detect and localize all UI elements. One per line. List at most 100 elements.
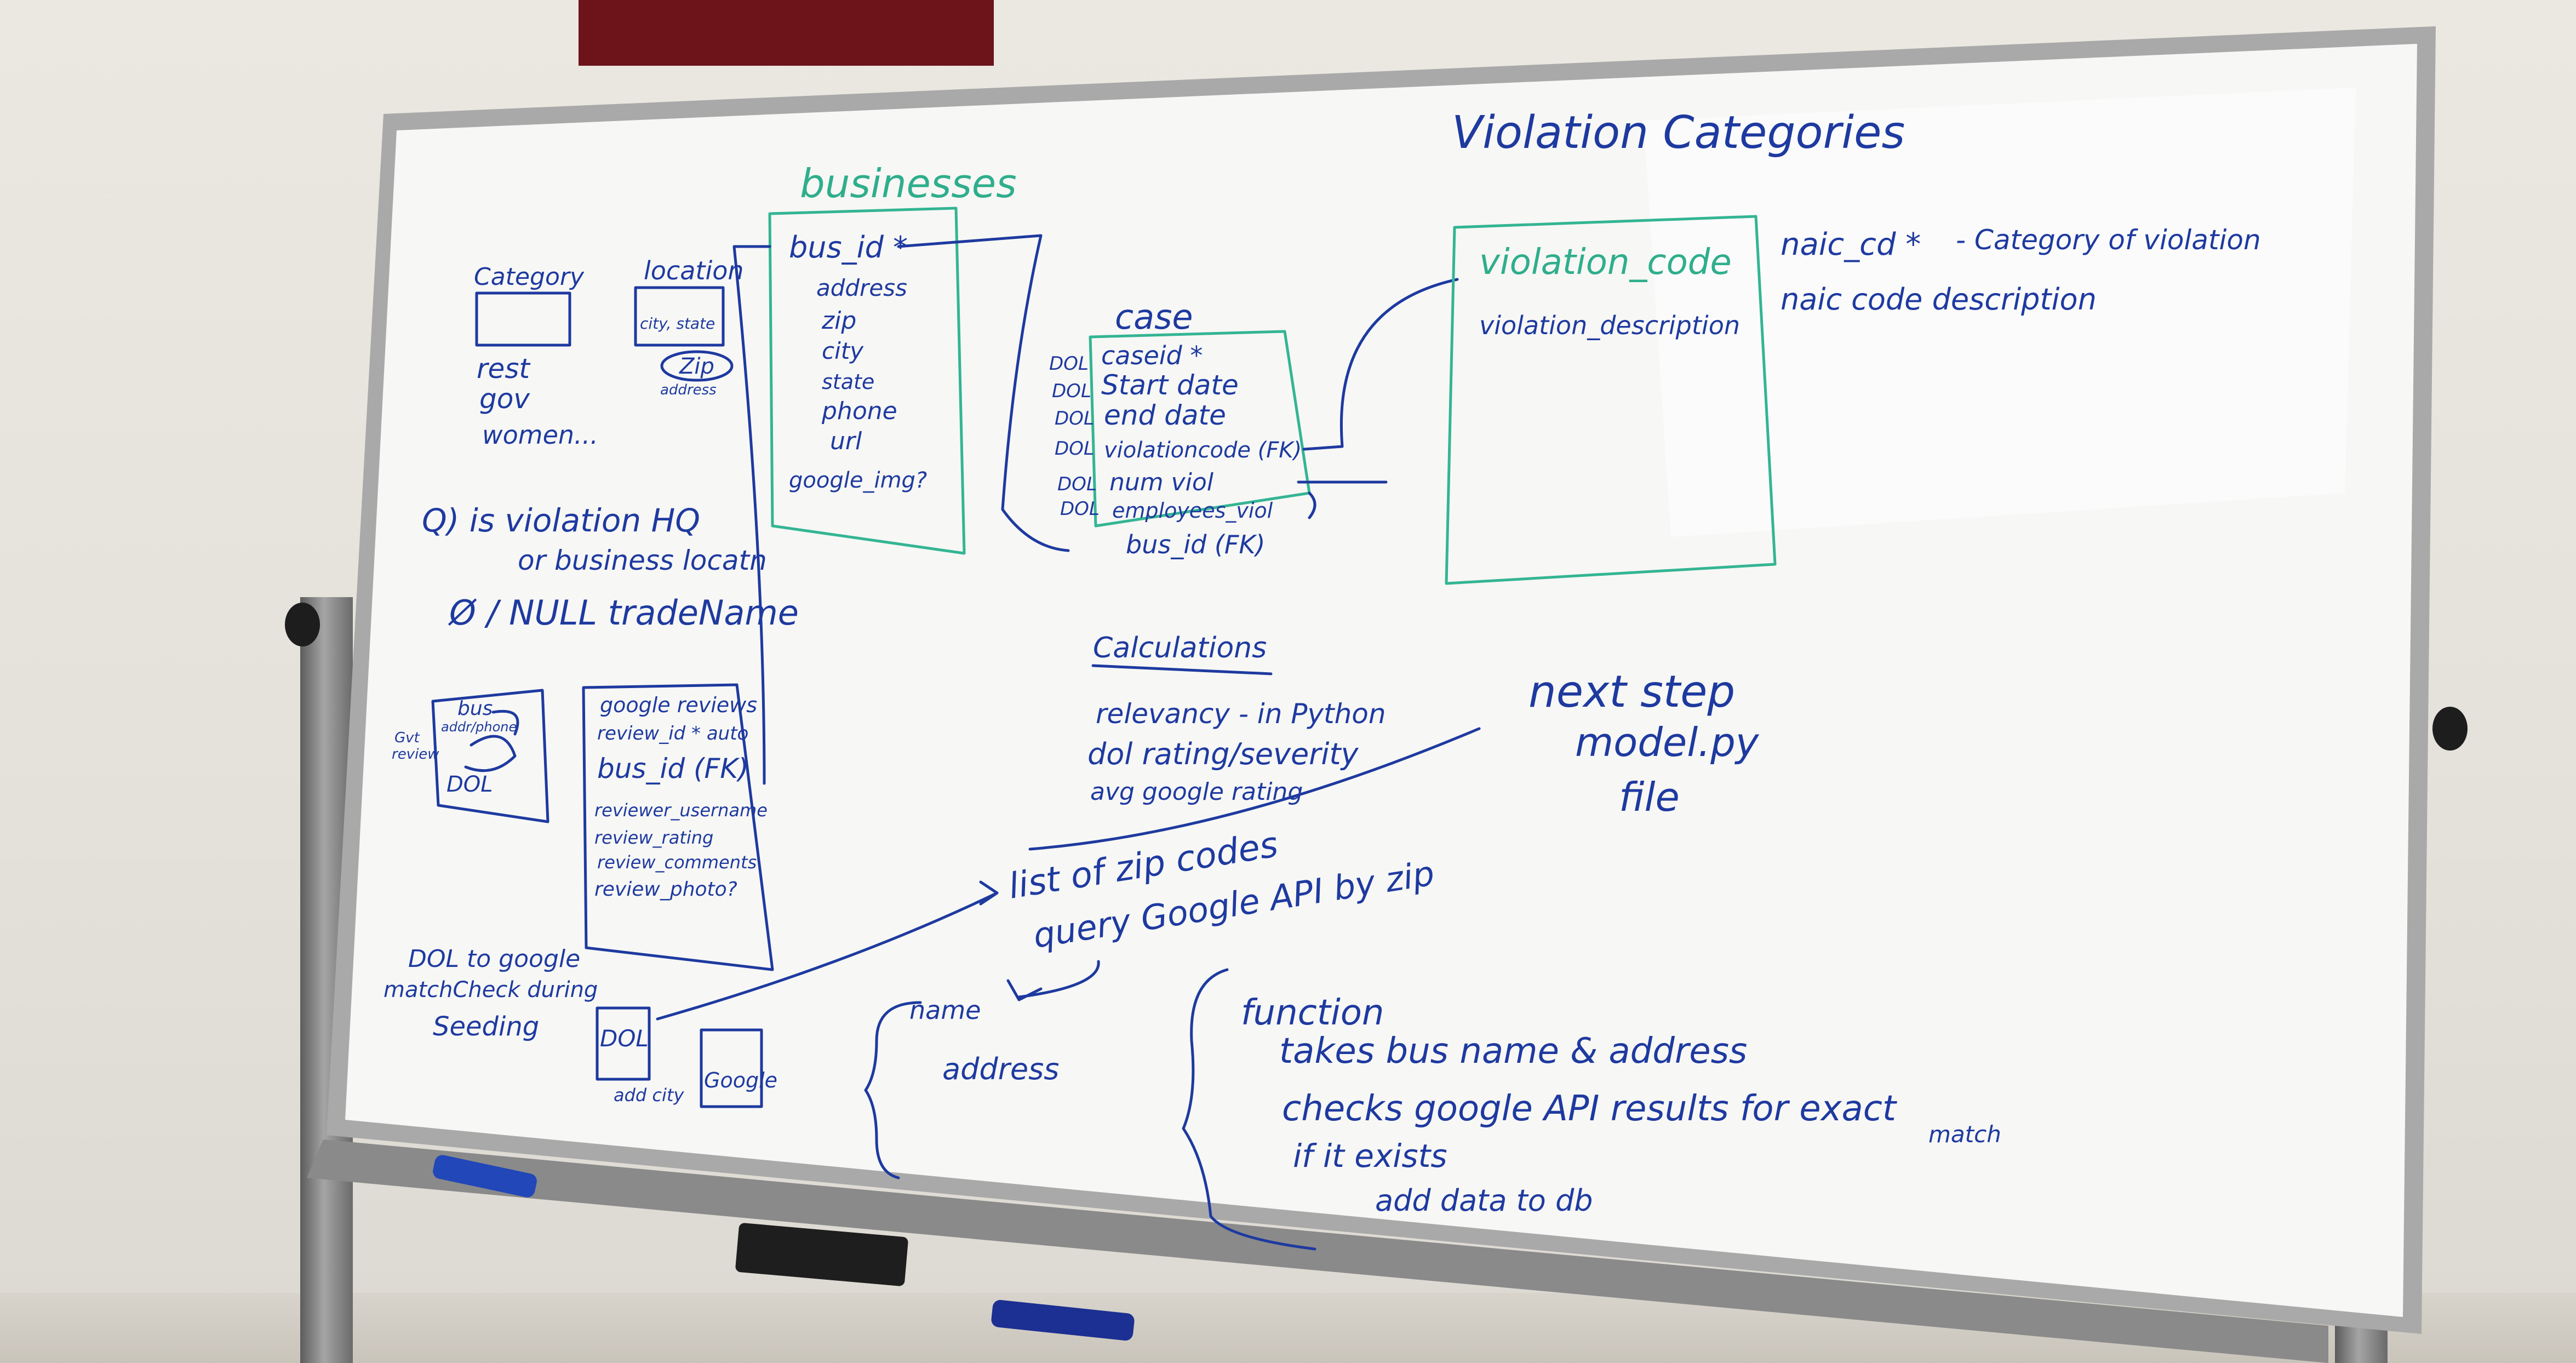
businesses-field-state: state — [822, 370, 874, 394]
case-field-employees-viol: employees_viol — [1112, 499, 1273, 523]
case-dol-tag: DOL — [1060, 498, 1100, 520]
violation-category-note: - Category of violation — [1956, 224, 2261, 256]
sketch-dol-label: DOL — [446, 772, 493, 797]
case-dol-tag: DOL — [1055, 438, 1094, 460]
address-label: address — [660, 382, 717, 398]
google-reviews-field: review_rating — [594, 827, 713, 848]
calculations-section: Calculations relevancy - in Python dol r… — [1087, 632, 1386, 806]
address-label-2: address — [942, 1052, 1059, 1086]
function-title: function — [1241, 993, 1384, 1033]
businesses-field-address: address — [816, 274, 907, 301]
businesses-field-zip: zip — [821, 307, 856, 335]
case-dol-tag: DOL — [1057, 473, 1097, 495]
eraser — [735, 1223, 908, 1286]
category-box — [475, 291, 571, 347]
violation-table: violation_code violation_description nai… — [1445, 215, 2261, 585]
businesses-field-city: city — [822, 337, 864, 364]
seeding-section: DOL to google matchCheck during Seeding … — [383, 945, 777, 1108]
case-field-num-viol: num viol — [1109, 468, 1214, 496]
function-section: function takes bus name & address checks… — [1182, 968, 2001, 1251]
location-box — [634, 286, 725, 347]
reviews-to-business-link — [732, 245, 771, 785]
businesses-field-bus-id: bus_id * — [789, 230, 908, 265]
violation-box — [1445, 215, 1777, 585]
case-field-violationcode: violationcode (FK) — [1104, 438, 1302, 463]
sketch-scribble — [464, 709, 519, 772]
stand-knob-left — [285, 603, 320, 646]
calculations-title: Calculations — [1093, 632, 1267, 665]
function-match-word: match — [1928, 1121, 2001, 1148]
businesses-field-google-img: google_img? — [789, 468, 927, 493]
sketch-gvt-label: Gvt — [394, 730, 420, 746]
dol-box-label: DOL — [600, 1025, 649, 1052]
case-dol-tag: DOL — [1052, 380, 1091, 402]
sketch-addr-phone-label: addr/phone — [441, 719, 517, 735]
marker-tray — [307, 1139, 2328, 1363]
calculations-item: relevancy - in Python — [1096, 698, 1386, 730]
name-address-brace — [864, 1001, 922, 1179]
category-item-rest: rest — [477, 353, 531, 385]
function-line: checks google API results for exact — [1282, 1089, 1898, 1129]
seeding-line: Seeding — [433, 1011, 539, 1042]
function-line: takes bus name & address — [1279, 1031, 1747, 1072]
zip-label: Zip — [679, 354, 714, 379]
google-box — [700, 1028, 763, 1108]
next-step-line: model.py — [1575, 719, 1760, 765]
zip-oval — [660, 350, 734, 382]
red-wall-cloth — [579, 0, 994, 66]
board-glare — [1644, 88, 2356, 537]
businesses-box — [768, 207, 966, 555]
google-reviews-field: bus_id (FK) — [597, 753, 749, 784]
google-box-label: Google — [704, 1068, 777, 1092]
seeding-line: DOL to google — [408, 945, 580, 973]
name-address-section: name address — [864, 960, 1100, 1179]
sketch-bus-label: bus — [457, 697, 493, 720]
violation-code-field: violation_code — [1479, 242, 1732, 283]
num-viol-arrow — [1297, 480, 1388, 519]
null-tradename-note: Ø / NULL tradeName — [448, 593, 799, 633]
case-dol-tag: DOL — [1055, 408, 1094, 429]
sketch-review-label: review — [392, 746, 439, 763]
location-sub: city, state — [640, 314, 715, 333]
dol-box — [596, 1006, 651, 1081]
name-label: name — [909, 995, 981, 1025]
function-line: add data to db — [1375, 1183, 1593, 1218]
add-city-label: add city — [614, 1085, 684, 1106]
case-field-end-date: end date — [1104, 399, 1226, 431]
google-reviews-field: reviewer_username — [594, 800, 768, 821]
category-item-gov: gov — [479, 383, 530, 415]
next-step-line: file — [1619, 774, 1680, 820]
calculations-item: dol rating/severity — [1087, 737, 1359, 771]
naic-code-description: naic code description — [1781, 282, 2097, 317]
next-step-line: next step — [1529, 666, 1735, 717]
case-field-start-date: Start date — [1101, 369, 1239, 401]
category-label: Category — [474, 263, 585, 291]
stand-knob-right — [2432, 707, 2468, 751]
google-reviews-title: google reviews — [600, 693, 757, 717]
google-reviews-box — [582, 683, 774, 971]
case-title: case — [1115, 297, 1193, 337]
case-to-violation-link — [1302, 278, 1459, 451]
divider-stroke — [1028, 727, 1481, 851]
category-item-women: women... — [482, 420, 598, 450]
next-step-section: next step model.py file — [1529, 666, 1760, 820]
location-label: location — [644, 256, 744, 285]
case-field-bus-id: bus_id (FK) — [1126, 530, 1265, 559]
violation-description-field: violation_description — [1479, 311, 1740, 340]
google-reviews-field: review_comments — [597, 852, 757, 873]
seeding-line: matchCheck during — [383, 977, 598, 1003]
blue-marker — [433, 1155, 537, 1198]
case-field-caseid: caseid * — [1101, 341, 1203, 370]
case-table: case caseid * Start date end date violat… — [1049, 297, 1311, 559]
business-to-case-link — [897, 234, 1070, 552]
businesses-table: businesses bus_id * address zip city sta… — [768, 161, 1017, 555]
businesses-title: businesses — [800, 161, 1017, 207]
google-reviews-field: review_photo? — [594, 878, 737, 901]
google-reviews-table: google reviews review_id * auto bus_id (… — [582, 683, 774, 971]
question-line-1: Q) is violation HQ — [422, 502, 700, 539]
seeding-to-zip-arrow — [656, 880, 999, 1021]
question-line-2: or business locatn — [518, 545, 767, 576]
calculations-item: avg google rating — [1090, 778, 1303, 806]
title-violation-categories: Violation Categories — [1452, 107, 1905, 159]
